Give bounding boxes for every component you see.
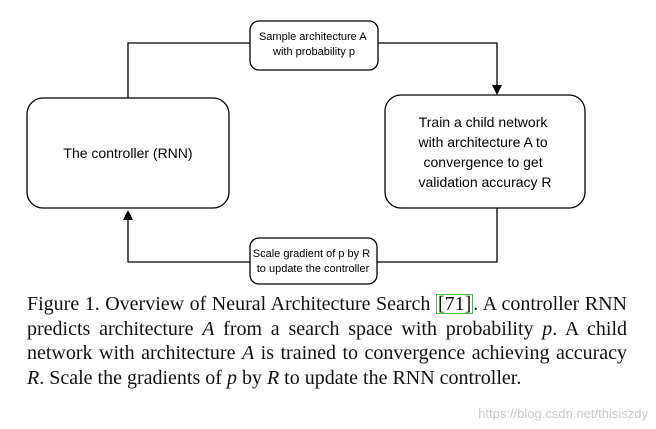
math-var-p: p: [542, 317, 553, 340]
child-line-2: with architecture A to: [417, 134, 547, 150]
sample-label-box: [249, 20, 379, 71]
math-var-a: A: [202, 317, 215, 340]
scale-line-2: to update the controller: [257, 263, 370, 275]
scale-label: Scale gradient of p by R to update the c…: [253, 248, 373, 275]
scale-line-1: Scale gradient of p by R: [253, 248, 370, 260]
caption-text: to update the RNN controller.: [279, 366, 522, 389]
controller-label: The controller (RNN): [63, 145, 192, 161]
connector-bottom: [128, 208, 498, 263]
sample-line-2: with probability p: [272, 46, 355, 58]
nas-diagram: The controller (RNN) Train a child netwo…: [26, 20, 586, 285]
caption-text: . Scale the gradients of: [39, 366, 227, 389]
sample-line-1: Sample architecture A: [259, 31, 367, 43]
controller-box: [26, 97, 230, 209]
caption-text: . A child network with architecture: [27, 317, 628, 365]
scale-label-box: [249, 237, 378, 285]
math-var-p: p: [226, 366, 237, 389]
child-line-1: Train a child network: [419, 114, 549, 130]
caption-text: by: [236, 366, 267, 389]
connector-top: [127, 42, 497, 98]
math-var-r: R: [27, 366, 40, 389]
child-network-label: Train a child network with architecture …: [417, 114, 551, 190]
caption-text: is trained to convergence achieving accu…: [254, 342, 627, 364]
caption-prefix: Figure 1. Overview of Neural Architectur…: [27, 293, 436, 315]
citation-link[interactable]: [71]: [435, 293, 474, 315]
caption-text: from a search space with probability: [214, 317, 543, 340]
figure-caption: Figure 1. Overview of Neural Architectur…: [27, 292, 627, 390]
child-network-box: [384, 94, 586, 209]
child-line-3: convergence to get: [424, 154, 543, 170]
math-var-r: R: [266, 366, 280, 389]
sample-label: Sample architecture A with probability p: [259, 31, 369, 58]
math-var-a: A: [241, 342, 255, 364]
watermark: https://blog.csdn.net/thisiszdy: [478, 406, 648, 421]
child-line-4: validation accuracy R: [418, 174, 551, 190]
caption-text: . A controller RNN predicts architecture: [27, 293, 627, 340]
